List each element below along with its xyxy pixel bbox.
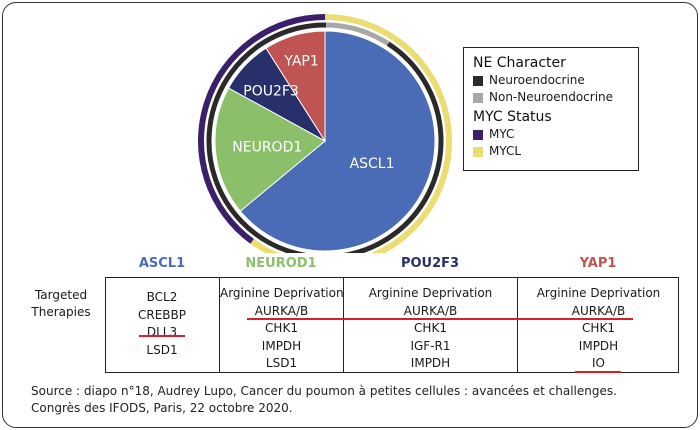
legend-swatch [473,146,483,157]
therapy-item: CHK1 [265,321,298,335]
row-label-text: Therapies [31,305,91,319]
column-header-neurod1: NEUROD1 [245,256,317,271]
legend-item-mycl: MYCL [473,143,629,160]
row-label-text: Targeted [34,288,88,302]
cell-pou2f3: Arginine Deprivation AURKA/B CHK1 IGF-R1… [343,277,517,373]
therapy-item: Arginine Deprivation [220,286,344,300]
legend-label: Non-Neuroendocrine [489,90,614,104]
legend-item-myc: MYC [473,126,629,143]
therapy-item: IGF-R1 [410,338,451,353]
slice-label-ascl1: ASCL1 [350,156,395,172]
slice-label-yap1: YAP1 [283,53,318,69]
therapy-item: LSD1 [146,342,178,357]
slice-label-neurod1: NEUROD1 [232,139,302,155]
therapy-item: IMPDH [578,338,619,353]
therapy-item: LSD1 [265,356,298,370]
therapy-item: Arginine Deprivation [536,286,661,300]
legend-item-neuroendocrine: Neuroendocrine [473,72,629,89]
therapy-item: AURKA/B [254,303,309,318]
legend: NE Character Neuroendocrine Non-Neuroend… [463,47,639,171]
therapy-item: CHK1 [414,321,447,335]
legend-swatch [473,92,483,103]
column-header-ascl1: ASCL1 [138,256,186,271]
therapy-item: AURKA/B [571,303,626,318]
source-citation: Source : diapo n°18, Audrey Lupo, Cancer… [31,383,617,417]
slice-label-pou2f3: POU2F3 [243,83,299,99]
ne-ring-arc-neuroendocrine [206,22,444,253]
ne-ring-arc-non-neuroendocrine [326,22,390,46]
legend-swatch [473,129,483,140]
column-header-pou2f3: POU2F3 [400,256,460,271]
legend-myc-title: MYC Status [473,109,552,125]
table-grid [105,277,679,373]
therapy-item: IO [592,356,605,370]
cell-ascl1: BCL2 CREBBP DLL3 LSD1 [105,277,219,373]
legend-label: MYC [489,127,515,141]
source-line-1: Source : diapo n°18, Audrey Lupo, Cancer… [31,384,617,398]
pie-slice-yap1 [265,30,326,143]
therapy-item: BCL2 [146,290,178,304]
therapy-item: DLL3 [146,325,178,339]
subtype-pie-chart: ASCL1 NEUROD1 POU2F3 YAP1 [198,14,452,253]
legend-label: Neuroendocrine [489,73,585,87]
cell-neurod1: Arginine Deprivation AURKA/B CHK1 IMPDH … [219,277,344,373]
pie-slice-neurod1 [214,87,326,212]
therapy-item: CREBBP [138,307,186,322]
legend-item-non-neuroendocrine: Non-Neuroendocrine [473,89,629,106]
legend-label: MYCL [489,144,522,158]
column-header-yap1: YAP1 [579,256,617,271]
cell-yap1: Arginine Deprivation AURKA/B CHK1 IMPDH … [517,277,679,373]
myc-ring-arc-myc [198,14,326,244]
therapy-item: IMPDH [261,338,302,353]
therapy-item: CHK1 [582,321,615,335]
legend-swatch [473,75,483,86]
therapy-item: AURKA/B [403,303,458,318]
therapy-item: IMPDH [410,356,451,370]
myc-ring-arc-mycl [250,14,452,253]
source-line-2: Congrès des IFODS, Paris, 22 octobre 202… [31,401,293,415]
pie-slice-ascl1 [239,30,436,252]
legend-ne-title: NE Character [473,55,566,71]
aurka-highlight-underline [247,318,633,320]
therapy-item: Arginine Deprivation [368,286,493,300]
io-highlight-underline [575,371,621,373]
dll3-highlight-underline [139,335,185,337]
